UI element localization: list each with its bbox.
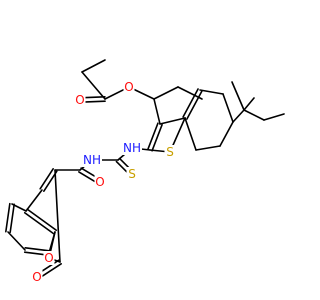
single-bond — [199, 89, 224, 95]
single-bond — [195, 145, 221, 151]
atom-label-background — [74, 93, 86, 107]
double-bond-line — [182, 88, 199, 118]
double-bond-line — [24, 247, 51, 252]
atom-label-background — [43, 251, 55, 265]
double-bond-line — [39, 168, 54, 190]
single-bond — [81, 59, 106, 73]
single-bond — [153, 98, 161, 125]
single-bond — [222, 93, 234, 123]
atom-label-background — [122, 141, 142, 155]
atom-label-a-o-amide: O — [95, 175, 104, 189]
double-bond-line — [23, 211, 55, 235]
atom-label-background — [94, 175, 106, 189]
atom-label-background — [31, 270, 43, 284]
double-bond-line — [9, 203, 15, 234]
atom-label-a-o-lactone: O — [32, 270, 41, 284]
atom-label-a-s-thio: S — [128, 167, 136, 181]
single-bond — [184, 117, 197, 151]
atom-label-a-s-ring: S — [166, 145, 174, 159]
atom-label-a-nh-1: NH — [123, 141, 141, 155]
single-bond — [231, 81, 245, 111]
single-bond — [159, 117, 186, 125]
single-bond — [7, 231, 26, 251]
double-bond-line — [26, 208, 58, 232]
single-bond — [263, 113, 285, 121]
double-bond-line — [5, 202, 11, 233]
atom-label-background — [164, 145, 176, 159]
single-bond — [81, 71, 106, 100]
atom-label-background — [82, 153, 102, 167]
atom-label-a-o-ester: O — [124, 80, 133, 94]
single-bond — [54, 169, 61, 263]
single-bond — [243, 97, 255, 111]
double-bond-line — [151, 123, 163, 152]
atom-label-background — [126, 167, 138, 181]
single-bond — [153, 86, 179, 100]
atom-label-background — [123, 80, 135, 94]
single-bond — [219, 121, 234, 147]
single-bond — [232, 109, 245, 123]
atom-label-a-nh-2: NH — [83, 153, 101, 167]
double-bond-line — [186, 90, 203, 120]
single-bond — [243, 109, 265, 121]
atom-label-a-o-carbonyl-ester: O — [75, 93, 84, 107]
atom-label-a-o-ring: O — [44, 251, 53, 265]
double-bond-line — [147, 122, 159, 151]
bond-layer — [5, 59, 285, 280]
single-bond — [25, 189, 43, 212]
